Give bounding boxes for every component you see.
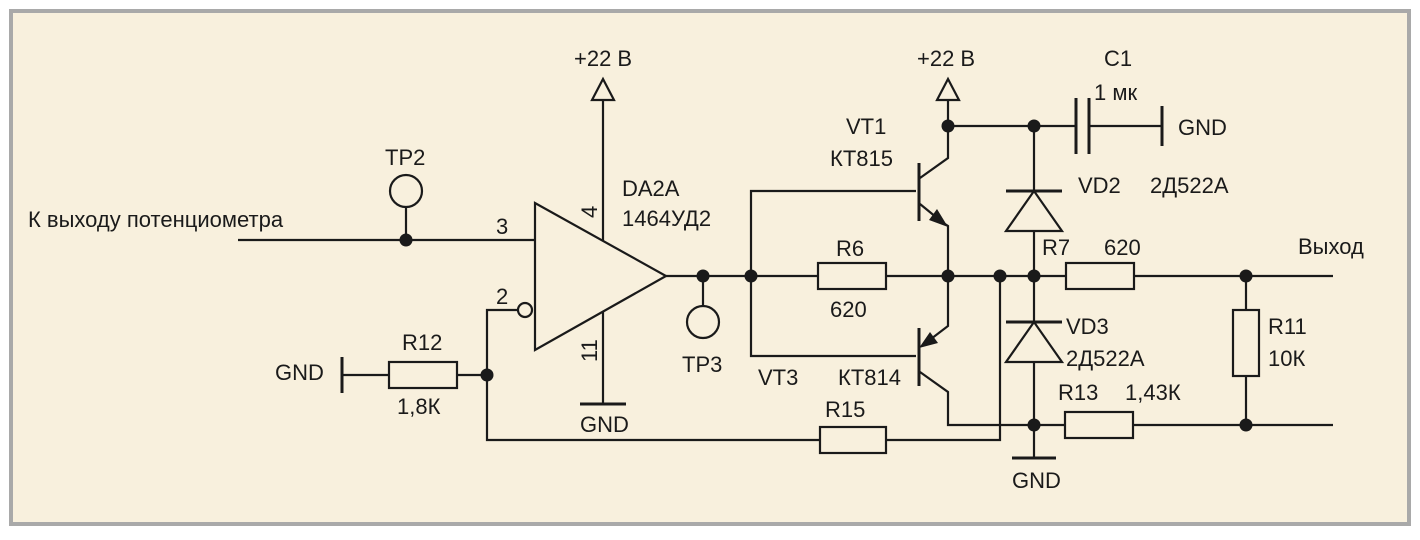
opamp-da2a bbox=[485, 76, 820, 442]
op-supply-label: +22 В bbox=[574, 46, 632, 71]
r15-resistor bbox=[818, 269, 1007, 455]
r6-value: 620 bbox=[830, 297, 867, 322]
vt1-name: VT1 bbox=[846, 114, 886, 139]
diagram-panel bbox=[9, 9, 1411, 526]
tp3-label: TP3 bbox=[682, 352, 722, 377]
vd3-diode bbox=[1003, 276, 1065, 460]
vd2-name: VD2 bbox=[1078, 173, 1121, 198]
r7-name: R7 bbox=[1042, 235, 1070, 260]
emitter-arrow bbox=[929, 209, 948, 227]
vt3-name: VT3 bbox=[758, 365, 798, 390]
r11-value: 10К bbox=[1268, 346, 1305, 371]
vd2-part: 2Д522А bbox=[1150, 173, 1229, 198]
r12-value: 1,8К bbox=[397, 394, 441, 419]
da2a-name: DA2A bbox=[622, 176, 680, 201]
r13-value: 1,43К bbox=[1125, 380, 1181, 405]
r12-gnd-label: GND bbox=[275, 360, 324, 385]
r15-name: R15 bbox=[825, 397, 865, 422]
r13-name: R13 bbox=[1058, 380, 1098, 405]
r11-name: R11 bbox=[1268, 314, 1307, 339]
input-wire bbox=[238, 173, 535, 247]
supply-arrow bbox=[935, 76, 961, 102]
vd3-name: VD3 bbox=[1066, 314, 1109, 339]
pin3-label: 3 bbox=[496, 214, 508, 239]
vt3-part: КТ814 bbox=[838, 365, 901, 390]
vd3-gnd-label: GND bbox=[1012, 468, 1061, 493]
c1-gnd-label: GND bbox=[1178, 115, 1227, 140]
vt1-supply-label: +22 В bbox=[917, 46, 975, 71]
vt1-part: КТ815 bbox=[830, 146, 893, 171]
input-label: К выходу потенциометра bbox=[28, 207, 284, 232]
c1-value: 1 мк bbox=[1094, 80, 1137, 105]
r12-name: R12 bbox=[402, 330, 442, 355]
da2a-part: 1464УД2 bbox=[622, 206, 711, 231]
r6-name: R6 bbox=[836, 236, 864, 261]
vt3-transistor bbox=[917, 276, 1065, 427]
r11-resistor bbox=[1231, 276, 1261, 425]
pin2-label: 2 bbox=[496, 284, 508, 309]
vd2-diode bbox=[1003, 126, 1065, 276]
tp2-label: TP2 bbox=[385, 145, 425, 170]
tp3-test-point bbox=[685, 304, 721, 340]
r7-value: 620 bbox=[1104, 235, 1141, 260]
transistor-bases bbox=[749, 189, 916, 358]
vd3-part: 2Д522А bbox=[1066, 346, 1145, 371]
pin4-label: 4 bbox=[577, 206, 602, 218]
c1-capacitor bbox=[948, 98, 1164, 154]
r6-resistor bbox=[816, 261, 1066, 291]
r13-resistor bbox=[1063, 410, 1333, 440]
c1-name: С1 bbox=[1104, 46, 1132, 71]
emitter-arrow bbox=[919, 332, 938, 348]
output-label: Выход bbox=[1298, 234, 1364, 259]
inverting-input-bubble bbox=[516, 301, 534, 319]
supply-arrow bbox=[590, 76, 616, 102]
op-gnd-label: GND bbox=[580, 412, 629, 437]
r7-resistor bbox=[1064, 261, 1333, 291]
tp2-test-point bbox=[388, 173, 424, 209]
r12-resistor bbox=[340, 357, 494, 393]
pin11-label: 11 bbox=[577, 339, 602, 362]
